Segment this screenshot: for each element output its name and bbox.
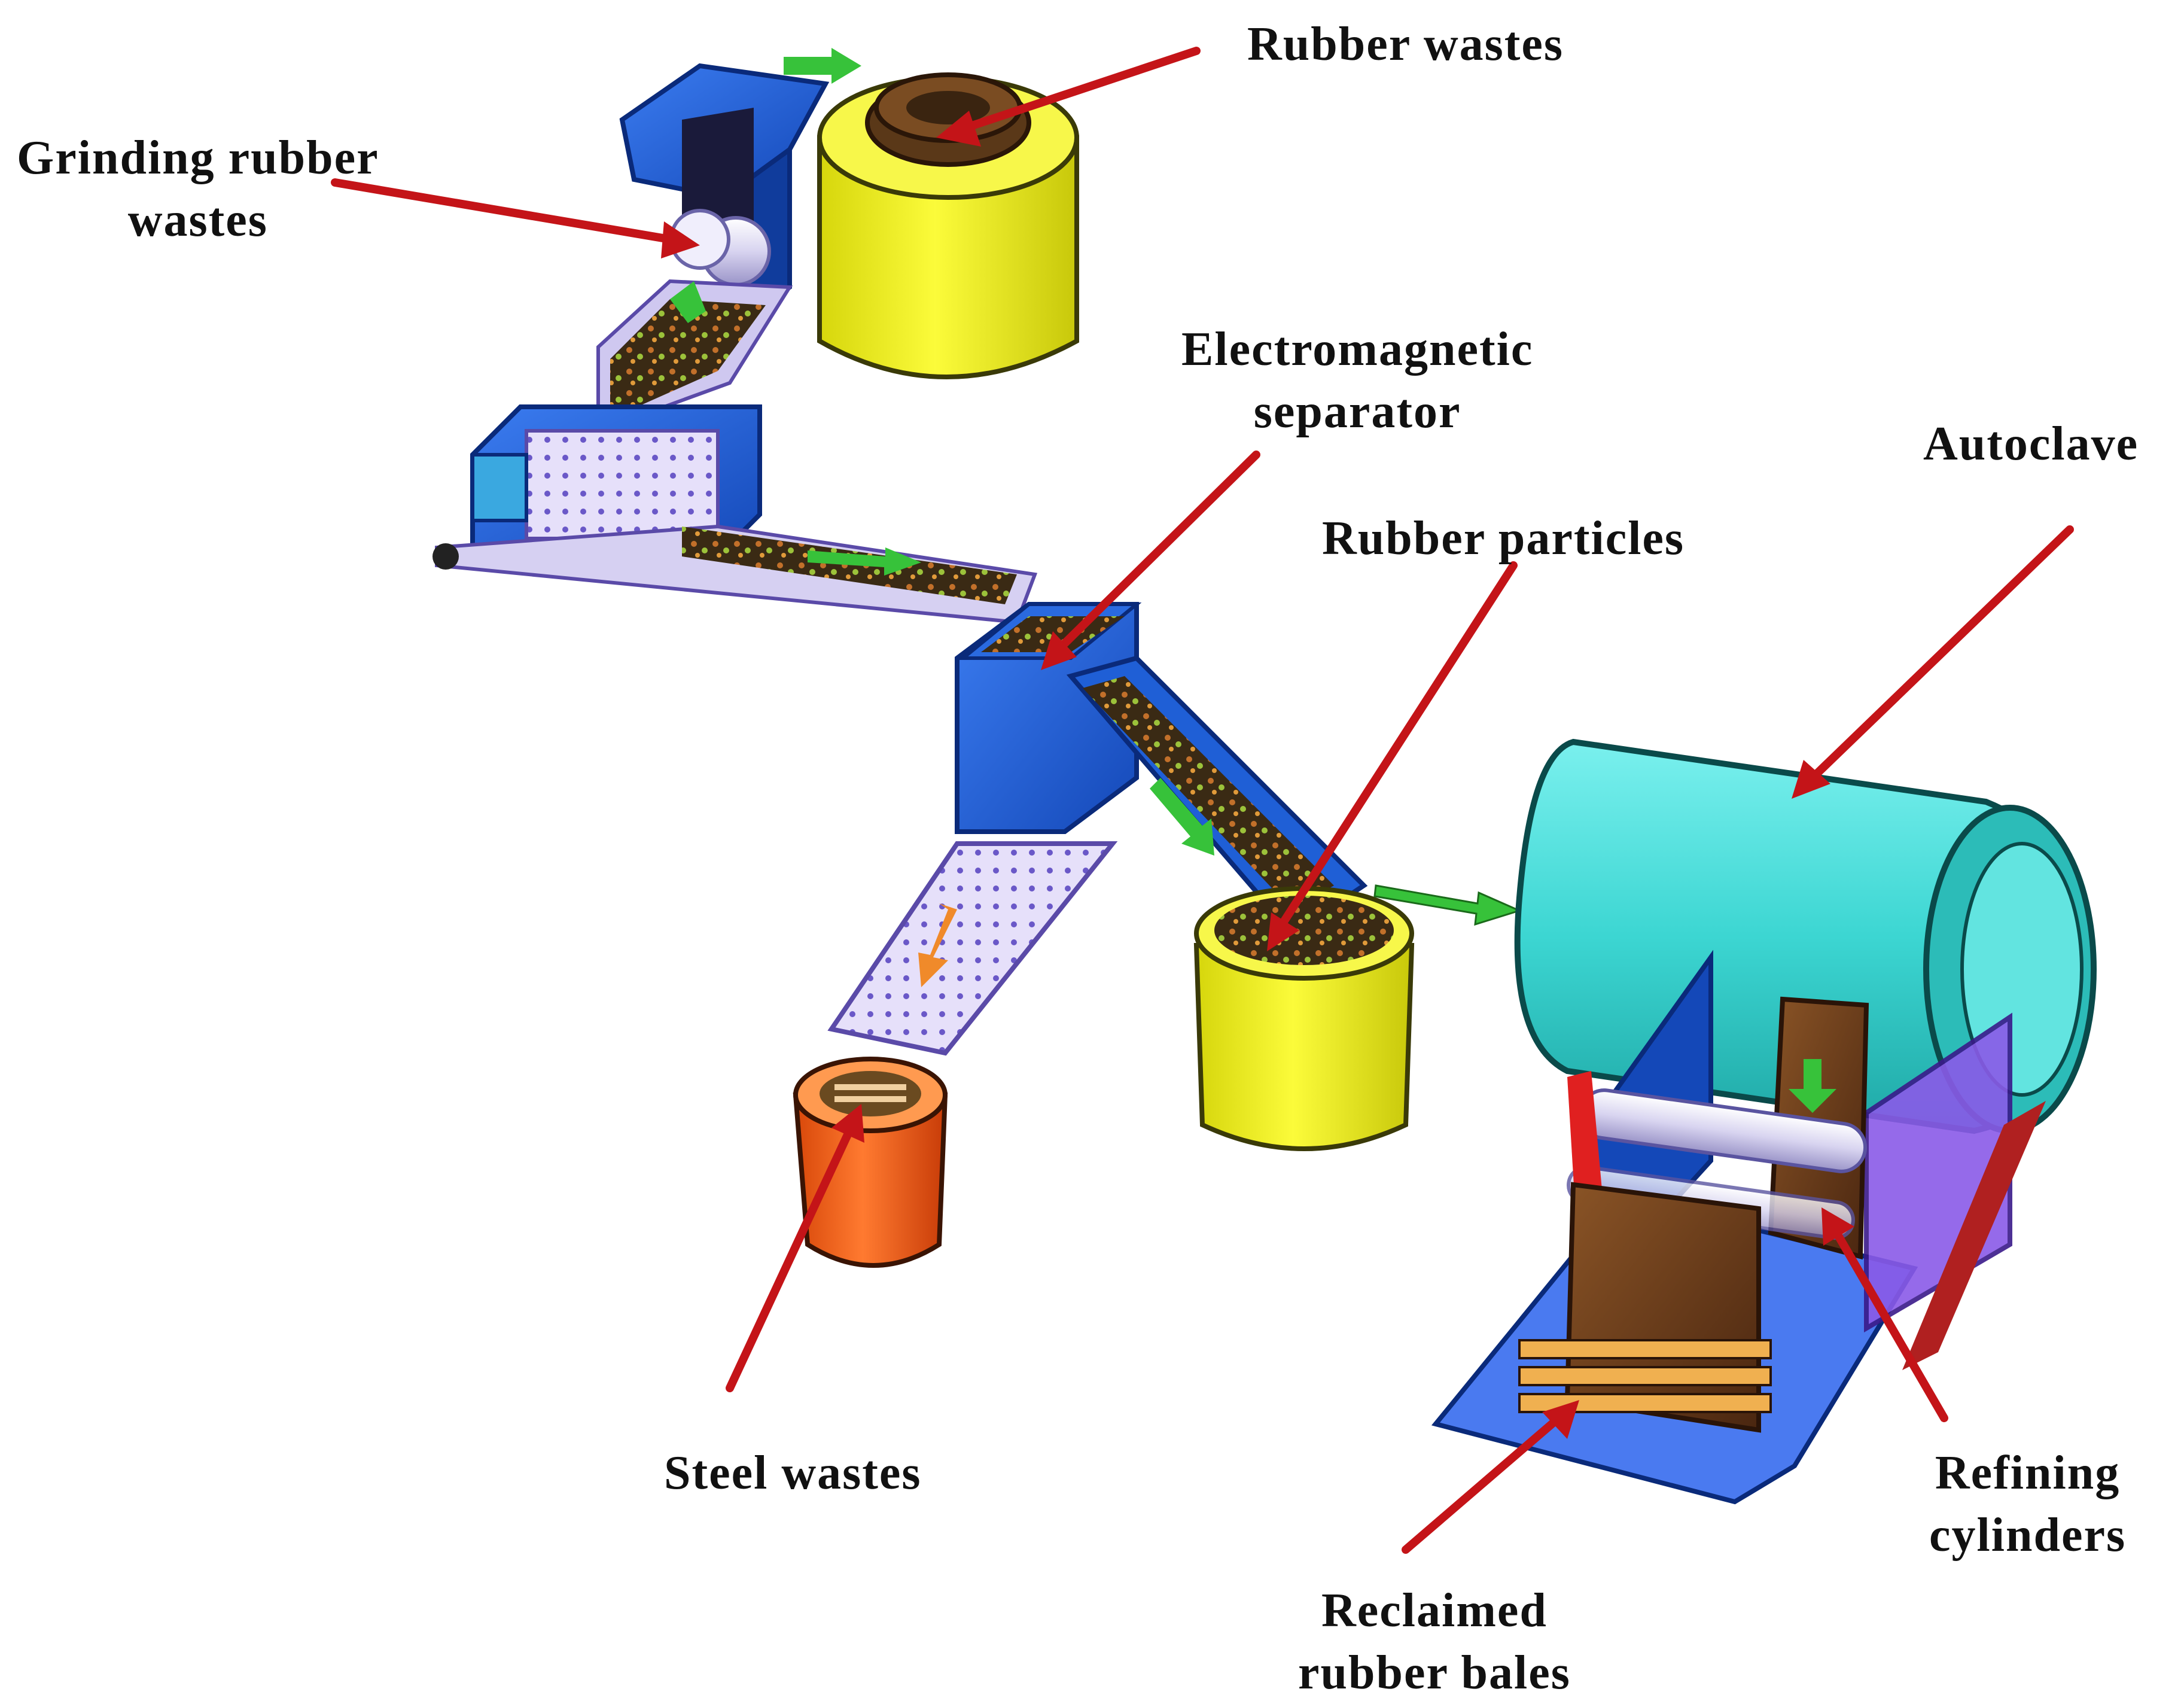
label-electromagnetic-separator: Electromagnetic separator xyxy=(1181,318,1533,443)
rubber-particles-bin xyxy=(1193,886,1415,1151)
flow-arrow-to-autoclave xyxy=(1373,884,1522,926)
label-electromagnetic-line1: Electromagnetic xyxy=(1181,323,1534,376)
label-rubber-particles-text: Rubber particles xyxy=(1322,512,1685,565)
steel-conveyor xyxy=(827,841,1118,1056)
label-steel-wastes-text: Steel wastes xyxy=(664,1447,922,1499)
label-grinding-rubber-wastes: Grinding rubber wastes xyxy=(17,127,379,251)
label-grinding-line2: wastes xyxy=(127,194,268,247)
label-refining-line1: Refining xyxy=(1935,1447,2121,1499)
label-electromagnetic-line2: separator xyxy=(1253,385,1461,438)
label-grinding-line1: Grinding rubber xyxy=(17,132,379,184)
rubber-wastes-bin xyxy=(784,48,1079,379)
horizontal-conveyor xyxy=(432,524,1038,625)
label-reclaimed-line1: Reclaimed xyxy=(1321,1584,1548,1637)
grinding-machine xyxy=(596,63,830,434)
label-reclaimed-line2: rubber bales xyxy=(1298,1647,1571,1699)
label-rubber-wastes-text: Rubber wastes xyxy=(1247,18,1564,71)
label-autoclave: Autoclave xyxy=(1923,413,2139,475)
label-steel-wastes: Steel wastes xyxy=(664,1442,922,1504)
particle-conveyor xyxy=(1066,655,1368,937)
label-autoclave-text: Autoclave xyxy=(1923,418,2139,470)
label-reclaimed-rubber-bales: Reclaimed rubber bales xyxy=(1298,1580,1571,1704)
label-rubber-wastes: Rubber wastes xyxy=(1247,13,1564,75)
label-refining-cylinders: Refining cylinders xyxy=(1929,1442,2126,1566)
steel-wastes-bin xyxy=(793,1057,948,1268)
label-refining-line2: cylinders xyxy=(1929,1509,2127,1562)
leader-arrows xyxy=(331,47,2074,1554)
label-rubber-particles: Rubber particles xyxy=(1322,507,1685,570)
